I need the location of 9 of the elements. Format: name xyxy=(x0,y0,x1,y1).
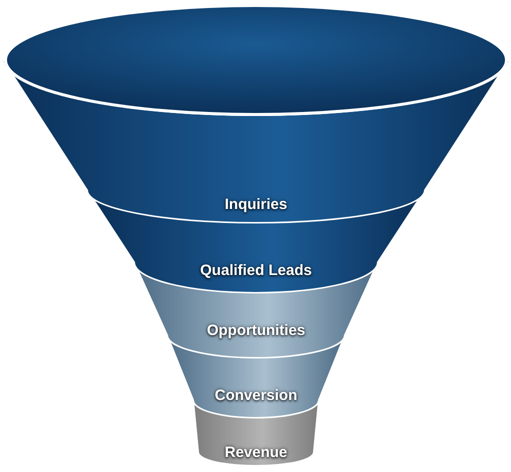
funnel-band xyxy=(194,400,318,465)
funnel-band xyxy=(135,262,377,357)
funnel-band xyxy=(4,4,508,222)
band-label: Opportunities xyxy=(206,322,306,340)
band-label: Conversion xyxy=(214,387,298,405)
band-label: Inquiries xyxy=(224,196,288,214)
band-label: Revenue xyxy=(224,444,288,462)
band-label: Qualified Leads xyxy=(200,262,312,280)
funnel-band xyxy=(88,190,424,292)
